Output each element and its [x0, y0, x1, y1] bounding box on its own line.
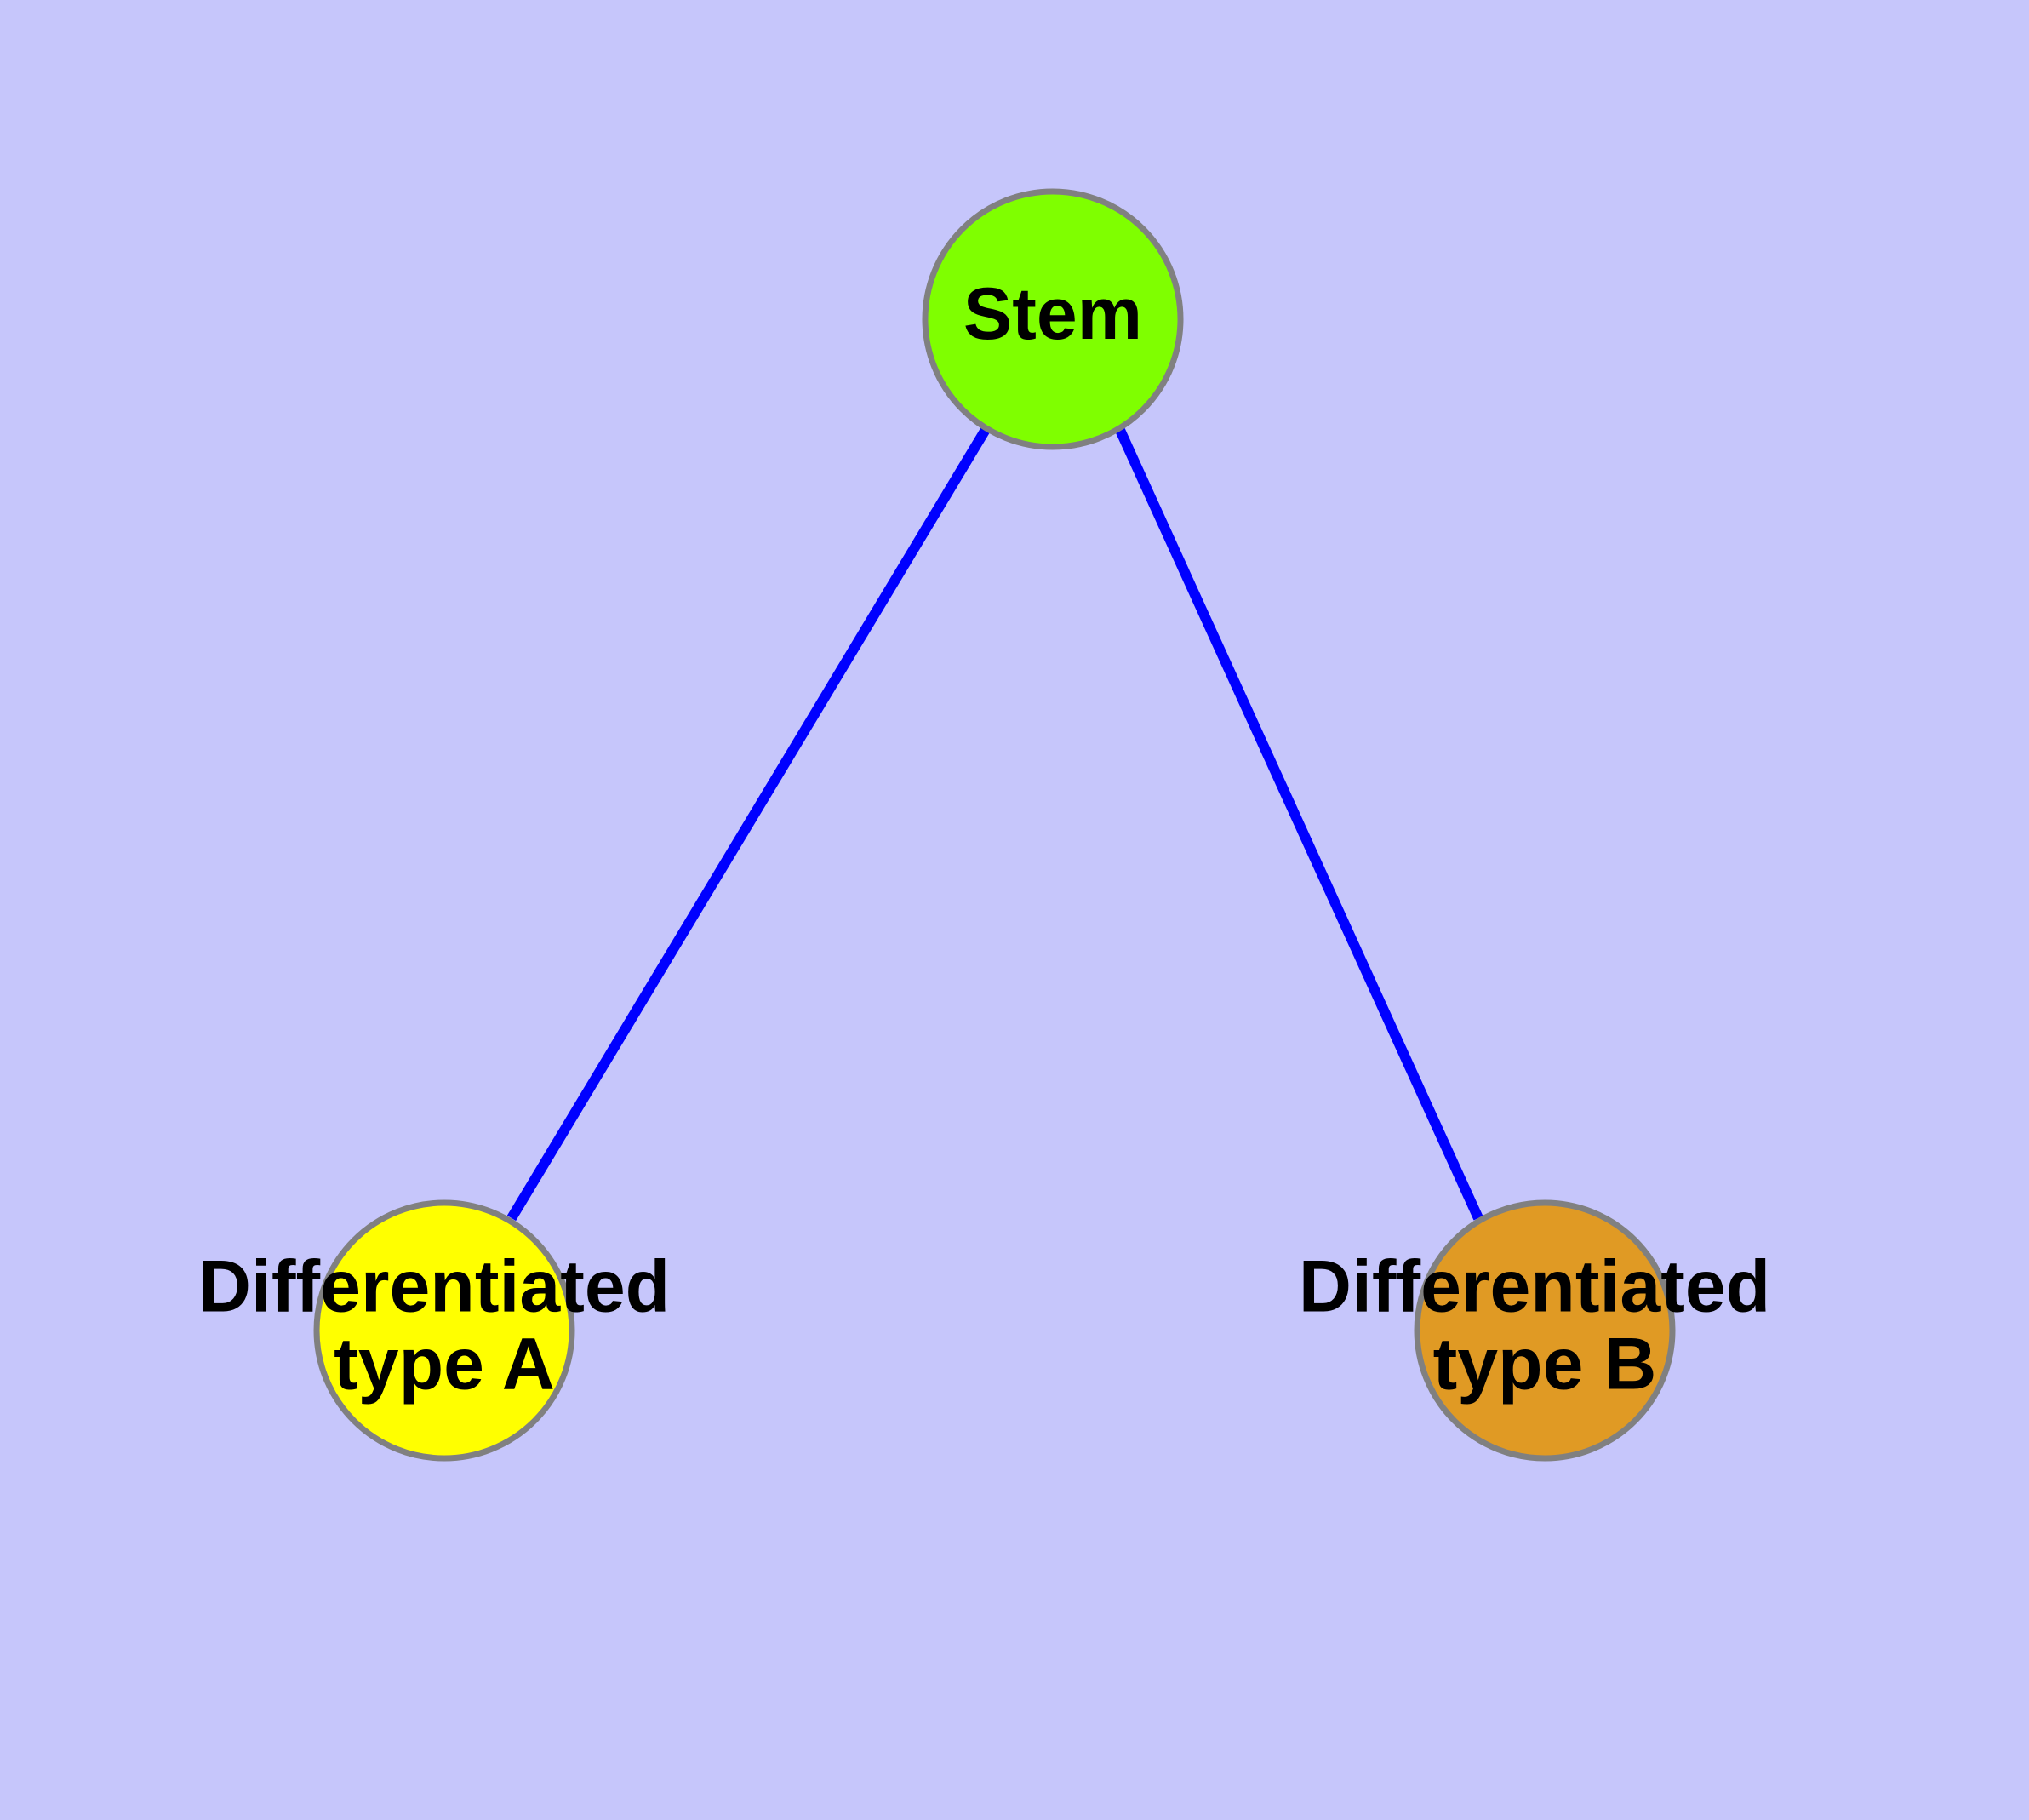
node-differentiated-type-a-label-line-1: type A: [334, 1323, 555, 1405]
node-differentiated-type-b-label-line-1: type B: [1433, 1323, 1657, 1405]
node-differentiated-type-b-label-line-0: Differentiated: [1299, 1245, 1770, 1327]
node-differentiated-type-a-label: Differentiated type A: [198, 1245, 690, 1405]
node-differentiated-type-b-circle[interactable]: [1414, 1199, 1676, 1462]
node-stem[interactable]: [922, 188, 1184, 450]
node-stem-label-line-0: Stem: [963, 273, 1142, 355]
node-differentiated-type-a[interactable]: [313, 1199, 575, 1462]
edge-stem-to-differentiated-a[interactable]: [506, 425, 992, 1222]
node-differentiated-type-b-label: Differentiated type B: [1299, 1245, 1791, 1405]
node-differentiated-type-a-label-line-0: Differentiated: [198, 1245, 670, 1327]
label-layer: Stem Differentiated type A Differentiate…: [198, 273, 1791, 1405]
node-layer: [313, 188, 1676, 1462]
node-differentiated-type-b[interactable]: [1414, 1199, 1676, 1462]
node-stem-circle[interactable]: [922, 188, 1184, 450]
node-stem-label: Stem: [963, 273, 1142, 355]
edge-stem-to-differentiated-b[interactable]: [1114, 426, 1483, 1221]
edge-layer: [506, 425, 1483, 1222]
node-differentiated-type-a-circle[interactable]: [313, 1199, 575, 1462]
